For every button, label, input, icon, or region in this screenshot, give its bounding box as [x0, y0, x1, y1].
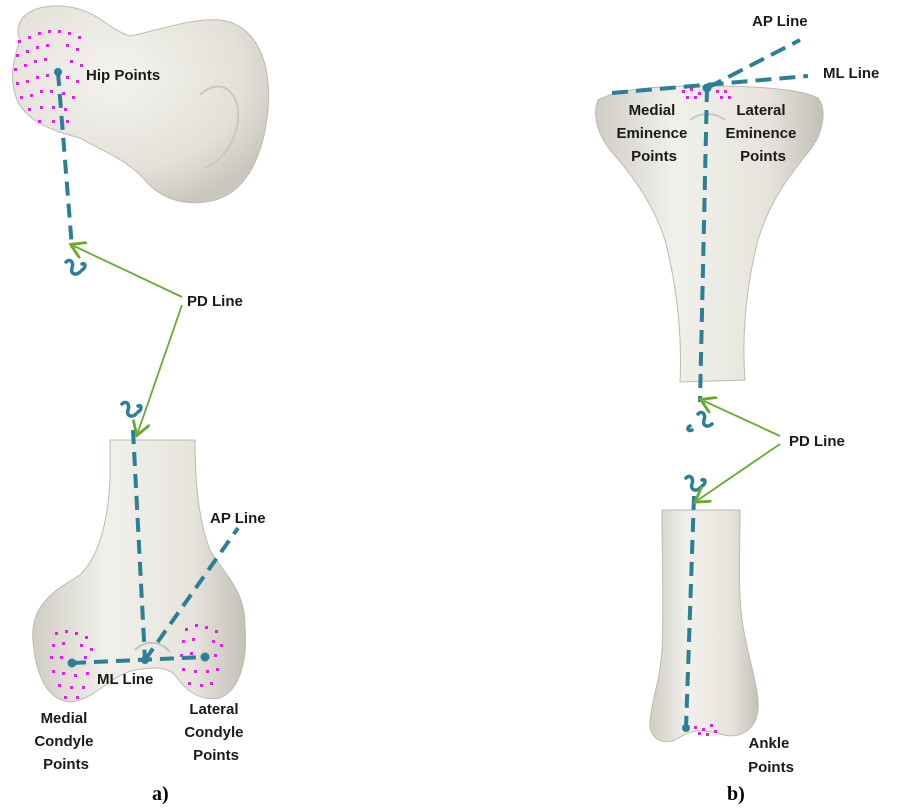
tibia-ap-line	[707, 40, 800, 88]
pd-line-pointer-b	[698, 401, 780, 500]
ap-line-label: AP Line	[210, 510, 266, 527]
ankle-points-label: Ankle Points	[748, 735, 794, 776]
panel-a: Hip Points PD Line AP Line ML Line Media…	[13, 6, 269, 805]
panel-b: AP Line ML Line PD Line Medial Eminence …	[596, 13, 880, 805]
ap-line-label-b: AP Line	[752, 13, 808, 30]
medial-condyle-label: Medial Condyle Points	[34, 710, 97, 773]
lateral-condyle-label: Lateral Condyle Points	[184, 701, 247, 764]
ml-line-label: ML Line	[97, 671, 153, 688]
distal-tibia	[650, 510, 758, 742]
proximal-femur	[13, 6, 269, 203]
squiggle-break-icon	[122, 402, 141, 416]
squiggle-break-icon	[688, 412, 712, 430]
pd-line-label-b: PD Line	[789, 433, 845, 450]
caption-b: b)	[727, 783, 745, 805]
caption-a: a)	[152, 783, 169, 805]
hip-points-label: Hip Points	[86, 67, 160, 84]
ml-line-label-b: ML Line	[823, 65, 879, 82]
pd-line-label: PD Line	[187, 293, 243, 310]
squiggle-break-icon	[66, 260, 85, 274]
squiggle-break-icon	[686, 476, 705, 490]
